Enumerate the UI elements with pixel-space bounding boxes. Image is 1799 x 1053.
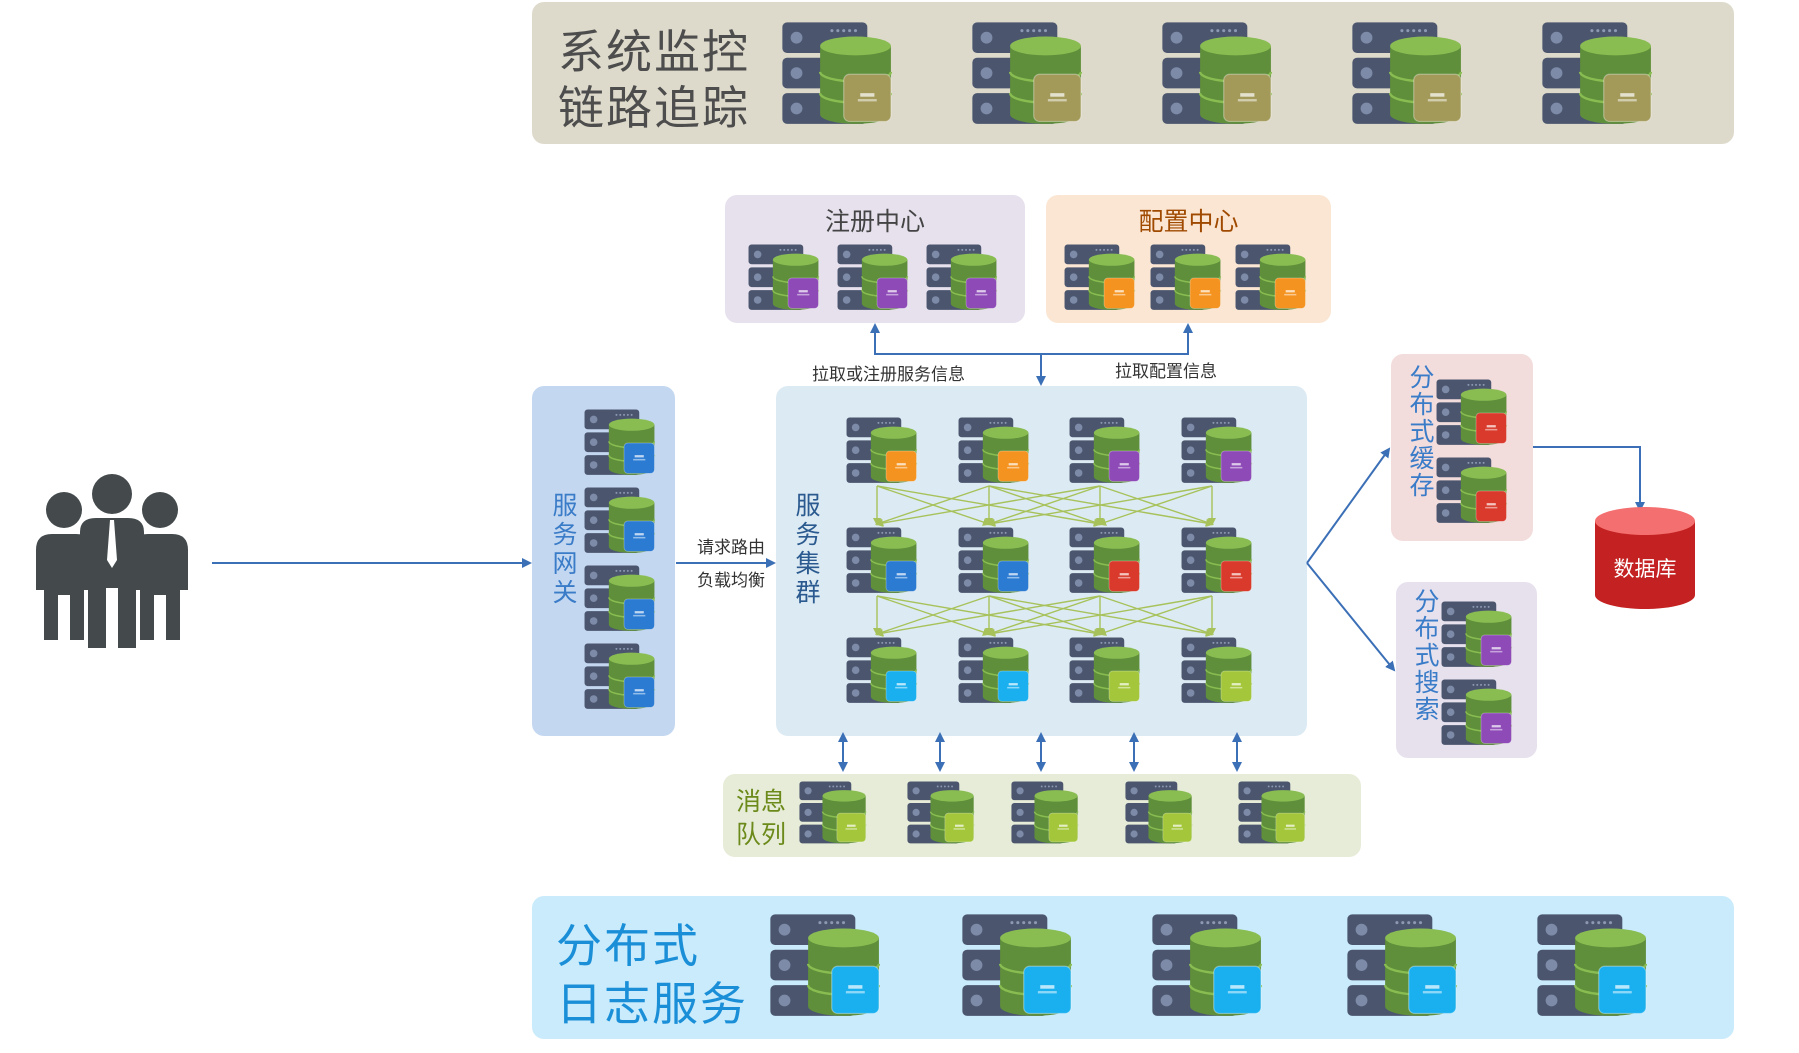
service-mesh-lines bbox=[873, 485, 1216, 637]
mesh-line bbox=[1098, 485, 1213, 526]
mesh-line bbox=[875, 485, 990, 526]
gateway-server-icon bbox=[583, 486, 659, 560]
users-group-icon bbox=[36, 474, 188, 648]
database-cylinder-icon bbox=[1595, 507, 1695, 609]
config-pull-label: 拉取配置信息 bbox=[1115, 362, 1217, 382]
config-server-icon bbox=[1234, 243, 1310, 317]
logging-title-line2: 日志服务 bbox=[556, 977, 748, 1031]
mesh-line bbox=[987, 595, 1213, 637]
cache-to-db-arrow bbox=[1533, 446, 1645, 512]
cluster-server-icon bbox=[957, 526, 1033, 600]
search-server-icon bbox=[1440, 600, 1516, 674]
mesh-line bbox=[987, 485, 1213, 527]
cluster-server-icon bbox=[845, 416, 921, 490]
config-server-icon bbox=[1063, 243, 1139, 317]
database-label: 数据库 bbox=[1613, 557, 1677, 581]
cache-server-icon bbox=[1435, 456, 1511, 530]
search-server-icon bbox=[1440, 678, 1516, 752]
mesh-line bbox=[987, 595, 1101, 636]
registry-title: 注册中心 bbox=[824, 207, 925, 236]
cluster-server-icon bbox=[1068, 526, 1144, 600]
mq-server-icon bbox=[906, 780, 978, 850]
monitor-panel bbox=[532, 2, 1734, 144]
mesh-line bbox=[875, 485, 1101, 527]
registry-server-icon bbox=[925, 243, 1001, 317]
logging-server-icon bbox=[1150, 912, 1268, 1025]
mq-server-icon bbox=[1237, 780, 1309, 850]
gateway-title: 服务网关 bbox=[549, 492, 578, 608]
config-title: 配置中心 bbox=[1138, 207, 1239, 236]
cluster-to-cache-arrow bbox=[1306, 447, 1391, 564]
gateway-server-icon bbox=[583, 564, 659, 638]
cluster-server-icon bbox=[1180, 416, 1256, 490]
gateway-server-icon bbox=[583, 642, 659, 716]
cluster-server-icon bbox=[1180, 526, 1256, 600]
cluster-server-icon bbox=[1180, 636, 1256, 710]
registry-server-icon bbox=[747, 243, 823, 317]
register-pull-label: 拉取或注册服务信息 bbox=[812, 365, 965, 385]
search-title: 分布式搜索 bbox=[1411, 588, 1440, 723]
mq-server-icon bbox=[1010, 780, 1082, 850]
mesh-line bbox=[1098, 595, 1213, 636]
registry-server-icon bbox=[836, 243, 912, 317]
mesh-line bbox=[875, 595, 990, 636]
monitor-server-icon bbox=[970, 20, 1088, 133]
mq-title-line2: 队列 bbox=[736, 820, 787, 849]
mesh-line bbox=[987, 485, 1101, 526]
cache-title: 分布式缓存 bbox=[1406, 364, 1435, 499]
cluster-title: 服务集群 bbox=[792, 492, 821, 608]
logging-server-icon bbox=[960, 912, 1078, 1025]
config-server-icon bbox=[1149, 243, 1225, 317]
monitor-server-icon bbox=[1160, 20, 1278, 133]
mq-title-line1: 消息 bbox=[736, 787, 787, 816]
mq-server-icon bbox=[1124, 780, 1196, 850]
logging-panel bbox=[532, 896, 1734, 1039]
cluster-server-icon bbox=[957, 416, 1033, 490]
mesh-line bbox=[875, 595, 1101, 637]
cluster-server-icon bbox=[957, 636, 1033, 710]
logging-server-icon bbox=[768, 912, 886, 1025]
routing-label-line1: 请求路由 bbox=[697, 538, 765, 558]
logging-title-line1: 分布式 bbox=[556, 919, 700, 973]
routing-label-line2: 负载均衡 bbox=[697, 571, 765, 591]
monitor-server-icon bbox=[780, 20, 898, 133]
logging-server-icon bbox=[1535, 912, 1653, 1025]
cluster-to-search-arrow bbox=[1306, 562, 1396, 672]
monitor-server-icon bbox=[1350, 20, 1468, 133]
monitor-title-line2: 链路追踪 bbox=[558, 81, 750, 135]
cluster-server-icon bbox=[845, 636, 921, 710]
registry-config-bus bbox=[874, 325, 1189, 355]
cluster-server-icon bbox=[1068, 416, 1144, 490]
cluster-server-icon bbox=[1068, 636, 1144, 710]
gateway-server-icon bbox=[583, 408, 659, 482]
cluster-server-icon bbox=[845, 526, 921, 600]
monitor-server-icon bbox=[1540, 20, 1658, 133]
monitor-title-line1: 系统监控 bbox=[558, 25, 750, 79]
logging-server-icon bbox=[1345, 912, 1463, 1025]
mq-server-icon bbox=[798, 780, 870, 850]
cache-server-icon bbox=[1435, 378, 1511, 452]
